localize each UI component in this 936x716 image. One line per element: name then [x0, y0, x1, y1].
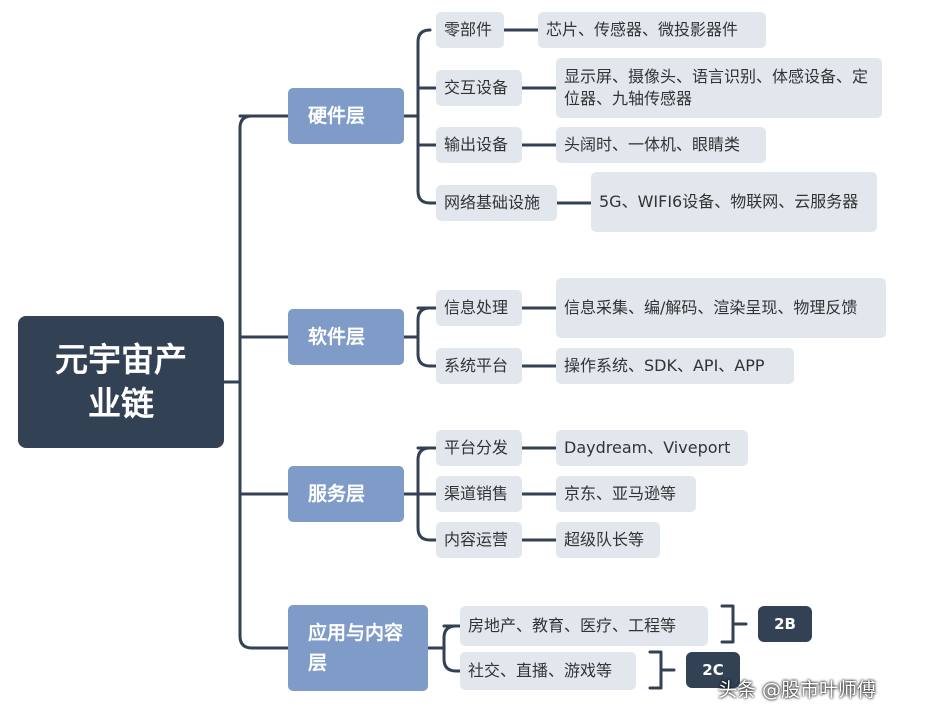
layer-hardware: 硬件层	[288, 88, 404, 144]
category-channel-sales: 渠道销售	[436, 476, 522, 512]
detail-channel-sales: 京东、亚马逊等	[556, 476, 696, 512]
detail-interaction-devices: 显示屏、摄像头、语言识别、体感设备、定位器、九轴传感器	[556, 58, 882, 118]
category-label: 系统平台	[444, 356, 509, 375]
category-platform-distribution: 平台分发	[436, 430, 522, 466]
root-label: 元宇宙产业链	[55, 340, 187, 423]
category-label: 零部件	[444, 20, 493, 39]
detail-label: 芯片、传感器、微投影器件	[546, 20, 739, 39]
category-label: 渠道销售	[444, 484, 509, 503]
category-b2c-applications: 社交、直播、游戏等	[460, 652, 636, 690]
layer-software-label: 软件层	[308, 326, 366, 348]
category-content-operation: 内容运营	[436, 522, 522, 558]
root-node: 元宇宙产业链	[18, 316, 224, 448]
category-label: 网络基础设施	[444, 193, 541, 212]
detail-label: 操作系统、SDK、API、APP	[564, 356, 765, 375]
tag-2c: 2C	[686, 652, 740, 688]
tag-2b: 2B	[758, 606, 812, 642]
category-output-devices: 输出设备	[436, 127, 522, 163]
detail-system-platform: 操作系统、SDK、API、APP	[556, 348, 794, 384]
category-label: 房地产、教育、医疗、工程等	[468, 616, 677, 635]
layer-application-content: 应用与内容层	[288, 605, 428, 691]
detail-label: 显示屏、摄像头、语言识别、体感设备、定位器、九轴传感器	[564, 67, 869, 108]
tag-label: 2C	[702, 661, 724, 679]
layer-application-content-label: 应用与内容层	[308, 622, 404, 674]
detail-information-processing: 信息采集、编/解码、渲染呈现、物理反馈	[556, 278, 886, 338]
category-components: 零部件	[436, 12, 504, 48]
category-label: 社交、直播、游戏等	[468, 661, 613, 680]
category-label: 平台分发	[444, 438, 509, 457]
detail-label: 信息采集、编/解码、渲染呈现、物理反馈	[564, 298, 858, 317]
category-system-platform: 系统平台	[436, 348, 522, 384]
category-label: 交互设备	[444, 78, 509, 97]
detail-network-infrastructure: 5G、WIFI6设备、物联网、云服务器	[591, 172, 877, 232]
tag-label: 2B	[774, 615, 796, 633]
detail-label: 5G、WIFI6设备、物联网、云服务器	[599, 192, 859, 211]
layer-service-label: 服务层	[308, 483, 366, 505]
detail-label: 超级队长等	[564, 530, 645, 549]
detail-label: 京东、亚马逊等	[564, 484, 677, 503]
category-label: 内容运营	[444, 530, 509, 549]
category-label: 输出设备	[444, 135, 509, 154]
detail-label: 头阔时、一体机、眼睛类	[564, 135, 741, 154]
detail-label: Daydream、Viveport	[564, 438, 731, 457]
layer-hardware-label: 硬件层	[308, 105, 366, 127]
detail-components: 芯片、传感器、微投影器件	[538, 12, 766, 48]
category-b2b-applications: 房地产、教育、医疗、工程等	[460, 606, 708, 646]
detail-output-devices: 头阔时、一体机、眼睛类	[556, 127, 766, 163]
layer-service: 服务层	[288, 466, 404, 522]
watermark: 头条 @股市叶师傅	[718, 679, 877, 701]
detail-content-operation: 超级队长等	[556, 522, 660, 558]
detail-platform-distribution: Daydream、Viveport	[556, 430, 748, 466]
category-information-processing: 信息处理	[436, 290, 522, 326]
layer-software: 软件层	[288, 309, 404, 365]
category-label: 信息处理	[444, 298, 509, 317]
category-network-infrastructure: 网络基础设施	[436, 185, 557, 221]
category-interaction-devices: 交互设备	[436, 70, 522, 106]
